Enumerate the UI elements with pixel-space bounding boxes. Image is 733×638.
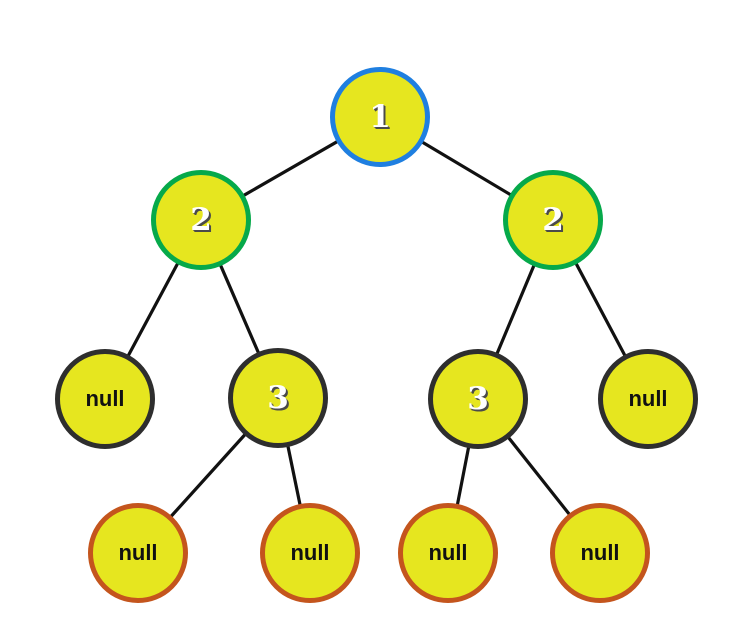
tree-node-label: 3: [267, 379, 289, 416]
tree-node-label: 2: [542, 201, 564, 238]
tree-node-label: null: [85, 386, 125, 411]
tree-edge: [494, 262, 537, 357]
tree-edge: [241, 139, 340, 198]
tree-edge: [573, 260, 628, 359]
tree-node-n4a[interactable]: null: [88, 503, 188, 603]
tree-node-n3d[interactable]: null: [598, 349, 698, 449]
tree-node-label: null: [628, 386, 668, 411]
tree-node-label: null: [580, 540, 620, 565]
tree-node-label: null: [428, 540, 468, 565]
tree-edge: [126, 260, 180, 359]
tree-node-n4d[interactable]: null: [550, 503, 650, 603]
tree-node-label: null: [290, 540, 330, 565]
tree-node-n3b[interactable]: 3: [228, 348, 328, 448]
tree-node-n2r[interactable]: 2: [503, 170, 603, 270]
tree-edge: [286, 443, 302, 508]
tree-node-n3c[interactable]: 3: [428, 349, 528, 449]
tree-node-n4b[interactable]: null: [260, 503, 360, 603]
tree-edge: [455, 444, 471, 508]
tree-node-label: 3: [467, 380, 489, 417]
tree-node-label: 1: [369, 98, 391, 135]
tree-edge: [506, 435, 572, 517]
tree-edge: [218, 262, 261, 356]
tree-node-n4c[interactable]: null: [398, 503, 498, 603]
tree-node-n1[interactable]: 1: [330, 67, 430, 167]
tree-node-n3a[interactable]: null: [55, 349, 155, 449]
tree-node-label: null: [118, 540, 158, 565]
tree-edge: [168, 432, 248, 519]
tree-edge: [419, 139, 514, 198]
tree-node-n2l[interactable]: 2: [151, 170, 251, 270]
tree-node-label: 2: [190, 201, 212, 238]
